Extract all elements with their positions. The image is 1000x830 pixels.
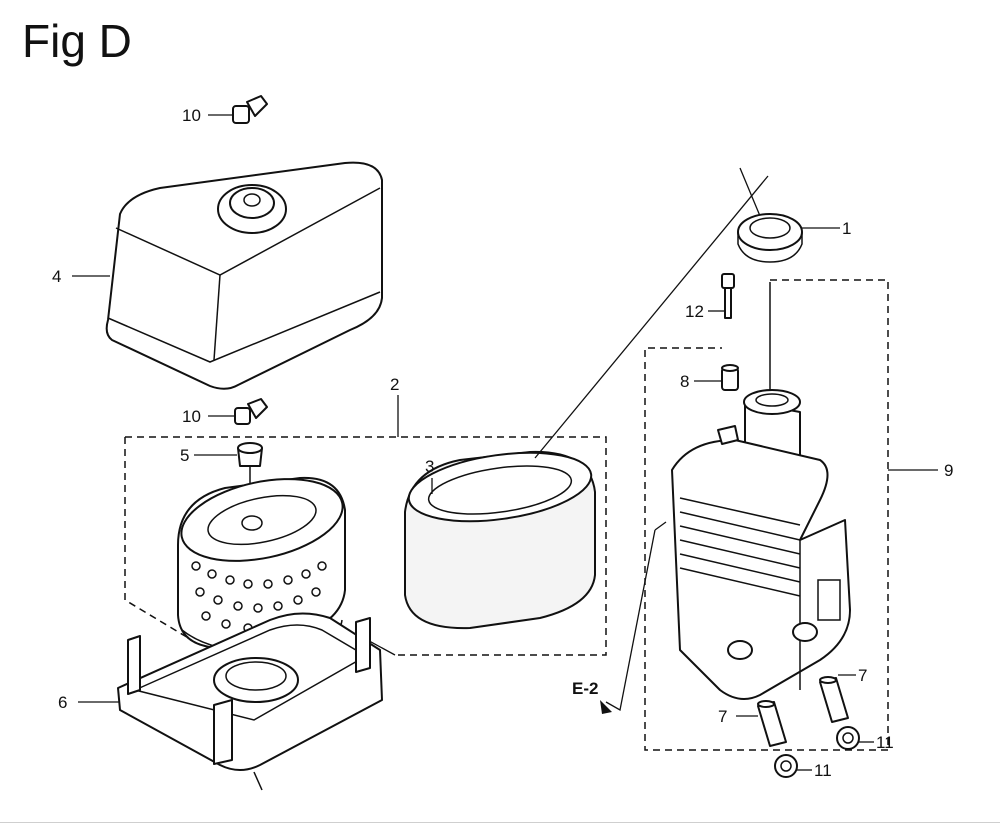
callout-2: 2 [390,375,399,394]
flange-nut-11-left [774,754,812,778]
callout-1: 1 [842,219,851,238]
spacer-7-left [736,700,787,747]
flange-nut-11-right [836,726,874,750]
assembly-2-bracket [124,395,607,656]
stud-bolt-12 [708,273,735,319]
air-cleaner-cover [72,161,383,390]
callout-3: 3 [425,457,434,476]
callout-7-left: 7 [718,707,727,726]
reference-label-e2: E-2 [572,679,598,698]
air-cleaner-elbow [671,282,851,700]
callout-9: 9 [944,461,953,480]
callout-10-lower: 10 [182,407,201,426]
callout-7-right: 7 [858,666,867,685]
callout-4: 4 [52,267,61,286]
collar-8 [694,364,739,391]
spacer-7-right [819,674,856,723]
wing-nut-10-lower [208,398,268,425]
callout-11-left: 11 [814,761,832,780]
wing-nut-10-top [208,95,268,124]
reference-arrow-e2 [600,521,667,714]
callout-11-right: 11 [876,733,894,752]
bottom-divider [0,822,1000,823]
air-cleaner-base [78,612,383,791]
callout-5: 5 [180,446,189,465]
callout-6: 6 [58,693,67,712]
callout-8: 8 [680,372,689,391]
paper-filter-element [177,476,346,653]
foam-element [359,175,769,656]
gasket-1 [737,167,840,263]
callout-10-top: 10 [182,106,201,125]
assembly-9-bracket [644,279,938,751]
figure-title: Fig D [22,15,132,67]
callout-12: 12 [685,302,704,321]
